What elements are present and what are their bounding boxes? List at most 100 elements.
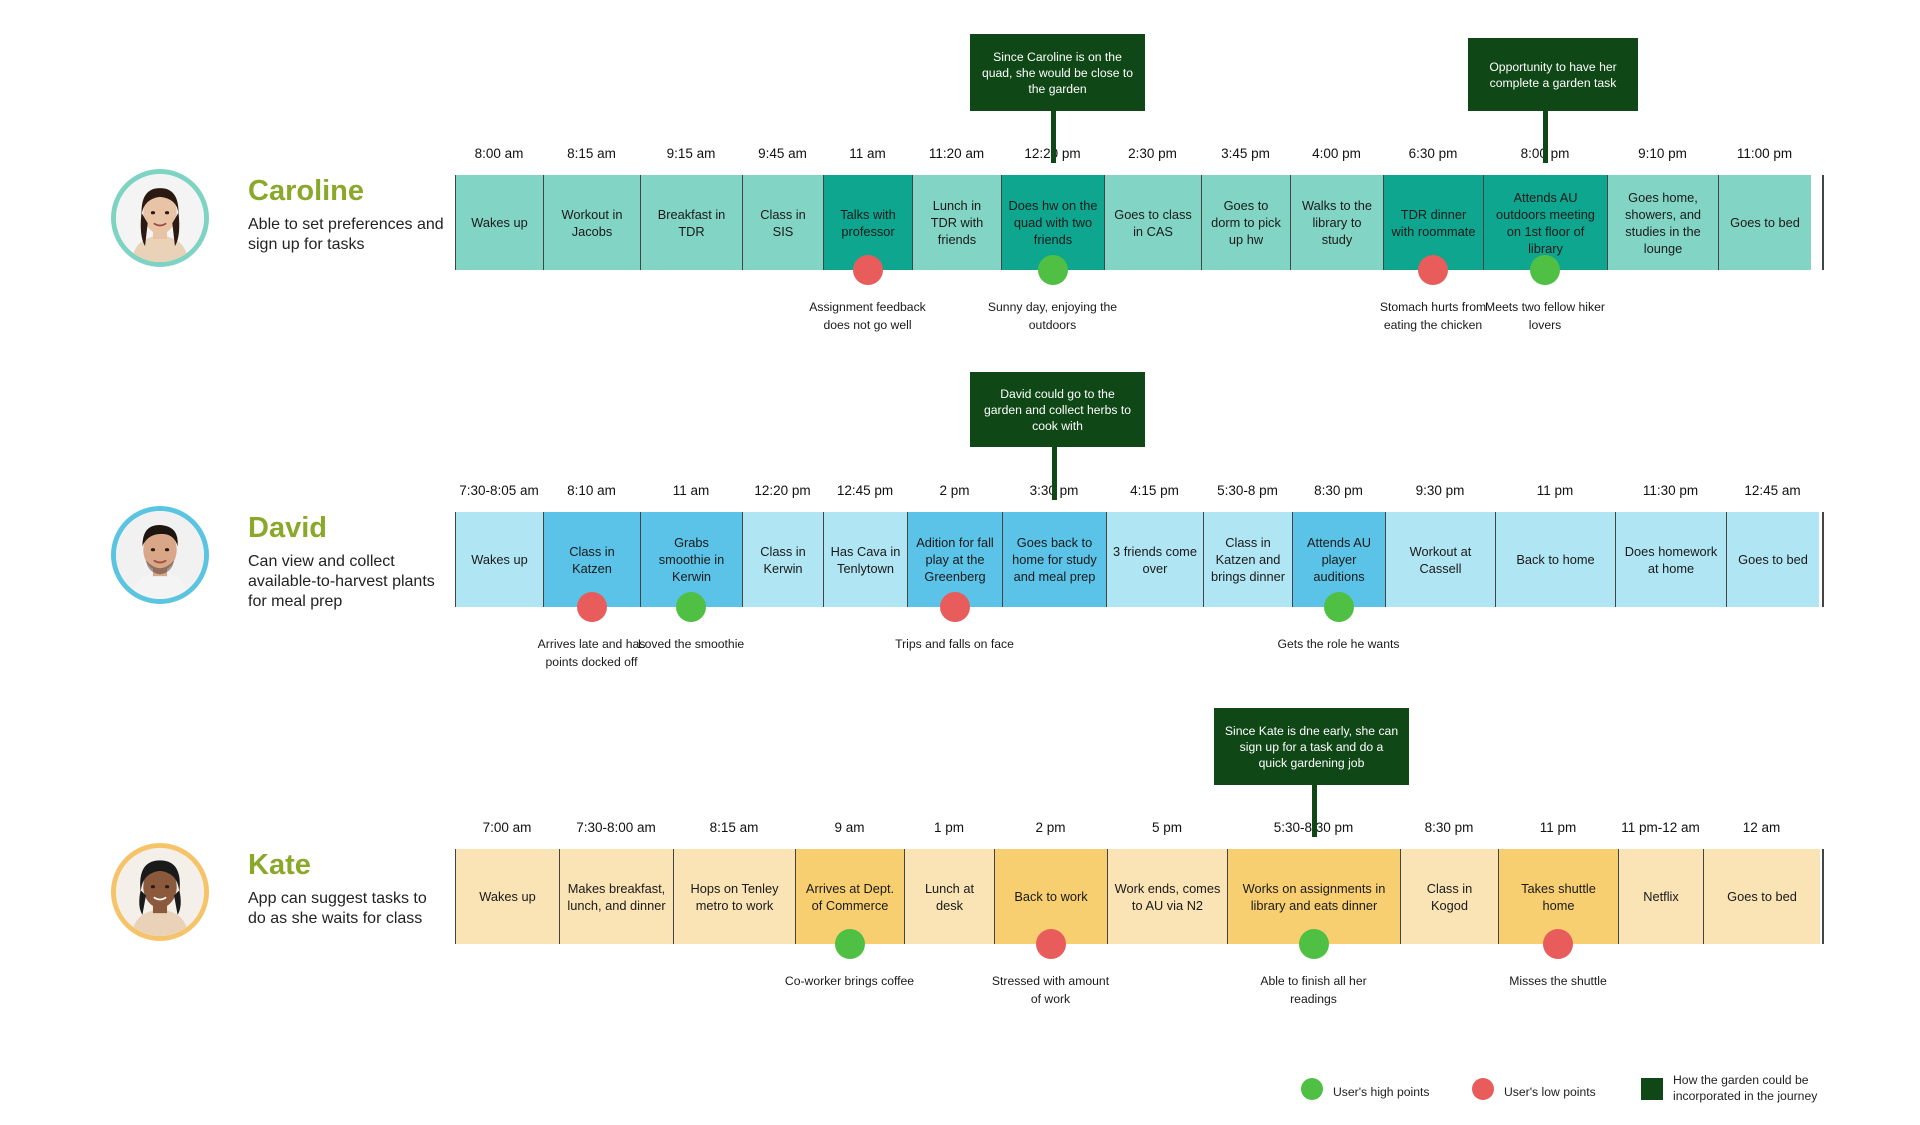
timeline-time: 3:45 pm bbox=[1221, 146, 1270, 161]
timeline-time: 7:30-8:00 am bbox=[576, 820, 656, 835]
timeline-time: 11 pm-12 am bbox=[1621, 820, 1700, 835]
high-point-dot bbox=[1298, 929, 1329, 959]
timeline-cell: Class in Kerwin bbox=[742, 512, 823, 607]
timeline-activity: Class in Katzen and brings dinner bbox=[1211, 535, 1285, 584]
timeline-end bbox=[1822, 175, 1824, 270]
legend-high-dot bbox=[1301, 1078, 1323, 1100]
timeline-time: 12:20 pm bbox=[754, 483, 811, 498]
timeline-cell: Grabs smoothie in Kerwin bbox=[640, 512, 742, 607]
timeline-activity: Workout in Jacobs bbox=[561, 206, 623, 239]
timeline-cell: Lunch at desk bbox=[904, 849, 994, 944]
timeline-activity: Attends AU player auditions bbox=[1306, 535, 1372, 584]
persona-name: Caroline bbox=[248, 175, 365, 207]
low-point-dot bbox=[1418, 255, 1448, 285]
timeline-end bbox=[1822, 512, 1824, 607]
timeline-cell: Attends AU player auditions bbox=[1292, 512, 1385, 607]
timeline-time: 9:45 am bbox=[758, 146, 807, 161]
legend-high-label: User's high points bbox=[1333, 1085, 1430, 1099]
timeline-cell: Goes back to home for study and meal pre… bbox=[1002, 512, 1106, 607]
timeline-activity: Makes breakfast, lunch, and dinner bbox=[567, 880, 666, 913]
garden-callout-stem bbox=[1311, 785, 1317, 837]
point-note: Gets the role he wants bbox=[1277, 637, 1400, 651]
legend-garden-label: How the garden could be incorporated in … bbox=[1673, 1073, 1818, 1103]
avatar-kate bbox=[111, 843, 209, 941]
timeline-cell: Arrives at Dept. of Commerce bbox=[795, 849, 904, 944]
timeline-time: 11:00 pm bbox=[1736, 146, 1793, 161]
garden-callout-text: Since Caroline is on the quad, she would… bbox=[981, 49, 1134, 96]
timeline-activity: Class in Kogod bbox=[1426, 880, 1473, 913]
timeline-activity: Does hw on the quad with two friends bbox=[1008, 198, 1098, 247]
timeline-time: 4:00 pm bbox=[1312, 146, 1361, 161]
timeline-activity: Hops on Tenley metro to work bbox=[690, 880, 779, 913]
high-point-dot bbox=[1037, 255, 1068, 285]
avatar-caroline bbox=[111, 169, 209, 267]
point-note: Assignment feedback does not go well bbox=[809, 300, 926, 332]
timeline-cell: Has Cava in Tenlytown bbox=[823, 512, 907, 607]
timeline-activity: Wakes up bbox=[471, 215, 528, 230]
garden-callout-stem bbox=[1543, 111, 1548, 163]
persona-name: Kate bbox=[248, 849, 311, 881]
persona-description: Can view and collect available-to-harves… bbox=[248, 553, 435, 610]
timeline-activity: Netflix bbox=[1643, 889, 1679, 904]
garden-callout-text: David could go to the garden and collect… bbox=[983, 386, 1132, 433]
timeline-cell: Wakes up bbox=[455, 512, 543, 607]
timeline-cell: Workout in Jacobs bbox=[543, 175, 640, 270]
point-note: Arrives late and has points docked off bbox=[537, 637, 646, 669]
legend-garden-square bbox=[1641, 1078, 1663, 1100]
timeline-time: 11:30 pm bbox=[1642, 483, 1699, 498]
persona-description: Able to set preferences and sign up for … bbox=[248, 216, 444, 253]
timeline-cell: Does hw on the quad with two friends bbox=[1001, 175, 1104, 270]
timeline-cell: TDR dinner with roommate bbox=[1383, 175, 1483, 270]
timeline-cell: Adition for fall play at the Greenberg bbox=[907, 512, 1002, 607]
point-note: Loved the smoothie bbox=[637, 637, 745, 651]
timeline-cell: Back to work bbox=[994, 849, 1107, 944]
timeline-cell: Class in Katzen bbox=[543, 512, 640, 607]
timeline-time: 11:20 am bbox=[928, 146, 985, 161]
timeline-activity: Work ends, comes to AU via N2 bbox=[1114, 880, 1221, 913]
timeline-time: 11 am bbox=[672, 483, 710, 498]
garden-callout: David could go to the garden and collect… bbox=[970, 372, 1145, 447]
timeline-activity: Class in Kerwin bbox=[760, 543, 806, 576]
timeline-activity: Does homework at home bbox=[1624, 543, 1718, 576]
timeline-time: 8:30 pm bbox=[1314, 483, 1363, 498]
timeline-time: 6:30 pm bbox=[1408, 146, 1458, 161]
garden-callout-stem bbox=[1050, 111, 1056, 163]
timeline-time: 8:30 pm bbox=[1424, 820, 1474, 835]
timeline-time: 1 pm bbox=[933, 820, 964, 835]
high-point-dot bbox=[834, 929, 865, 959]
garden-callout-stem bbox=[1052, 447, 1057, 500]
timeline-cell: Goes home, showers, and studies in the l… bbox=[1607, 175, 1718, 270]
timeline-cell: Works on assignments in library and eats… bbox=[1227, 849, 1400, 944]
timeline-time: 9:30 pm bbox=[1415, 483, 1465, 498]
point-note: Trips and falls on face bbox=[895, 637, 1014, 651]
timeline-cell: Goes to bed bbox=[1718, 175, 1811, 270]
timeline-cell: Hops on Tenley metro to work bbox=[673, 849, 795, 944]
timeline-time: 4:15 pm bbox=[1130, 483, 1179, 498]
timeline-end bbox=[1822, 849, 1824, 944]
timeline-time: 12:45 am bbox=[1744, 483, 1801, 498]
timeline-activity: Goes to dorm to pick up hw bbox=[1211, 198, 1281, 247]
timeline-activity: Goes to bed bbox=[1730, 215, 1800, 230]
timeline-activity: Class in SIS bbox=[760, 206, 806, 239]
timeline-time: 12:45 pm bbox=[836, 483, 894, 498]
timeline-activity: Workout at Cassell bbox=[1409, 543, 1472, 576]
legend-low-dot bbox=[1472, 1078, 1494, 1100]
timeline-cell: Makes breakfast, lunch, and dinner bbox=[559, 849, 673, 944]
low-point-dot bbox=[576, 592, 607, 622]
timeline-activity: Wakes up bbox=[479, 889, 536, 904]
timeline-cell: Workout at Cassell bbox=[1385, 512, 1495, 607]
timeline-activity: Lunch at desk bbox=[924, 880, 975, 913]
timeline-cell: Goes to bed bbox=[1726, 512, 1819, 607]
timeline-activity: Takes shuttle home bbox=[1521, 880, 1596, 913]
timeline-activity: Works on assignments in library and eats… bbox=[1242, 880, 1386, 913]
timeline-cell: Walks to the library to study bbox=[1290, 175, 1383, 270]
point-note: Stomach hurts from eating the chicken bbox=[1379, 300, 1487, 332]
timeline-time: 12 am bbox=[1742, 820, 1781, 835]
timeline-activity: Talks with professor bbox=[840, 206, 896, 239]
timeline-activity: Goes to bed bbox=[1738, 552, 1808, 567]
point-note: Co-worker brings coffee bbox=[784, 974, 915, 988]
timeline-cell: Breakfast in TDR bbox=[640, 175, 742, 270]
timeline-time: 2 pm bbox=[939, 483, 970, 498]
garden-callout: Opportunity to have her complete a garde… bbox=[1468, 38, 1638, 111]
timeline-cell: Work ends, comes to AU via N2 bbox=[1107, 849, 1227, 944]
